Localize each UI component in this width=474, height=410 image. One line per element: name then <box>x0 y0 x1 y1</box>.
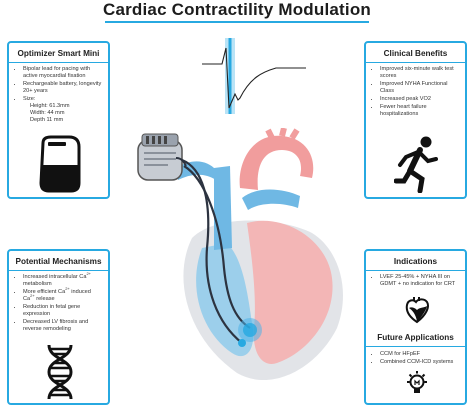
list-item: Size: Height: 61.3mm Width: 44 mm Depth … <box>23 96 104 124</box>
ecg-trace <box>202 38 306 114</box>
mechanisms-heading: Potential Mechanisms <box>9 251 108 271</box>
optimizer-panel: Optimizer Smart Mini Bipolar lead for pa… <box>7 41 110 199</box>
list-item: Increased intracellular Ca2+ metabolism <box>23 272 104 288</box>
size-label: Size: <box>23 96 36 102</box>
lightbulb-icon <box>407 371 427 393</box>
list-item: Decreased LV fibrosis and reverse remode… <box>23 319 104 333</box>
battery-device-icon <box>39 135 81 193</box>
clinical-benefits-panel: Clinical Benefits Improved six-minute wa… <box>364 41 467 199</box>
optimizer-heading: Optimizer Smart Mini <box>9 43 108 63</box>
list-item: Improved NYHA Functional Class <box>380 81 461 95</box>
dna-helix-icon <box>47 344 73 400</box>
running-person-icon <box>394 136 438 193</box>
indications-list: LVEF 25-45% + NYHA III on GDMT + no indi… <box>366 274 465 288</box>
clinical-list: Improved six-minute walk test scores Imp… <box>366 66 465 118</box>
future-heading: Future Applications <box>366 331 465 347</box>
list-item: Rechargeable battery, longevity 20+ year… <box>23 81 104 95</box>
list-item: Reduction in fetal gene expression <box>23 304 104 318</box>
indications-panel: Indications LVEF 25-45% + NYHA III on GD… <box>364 249 467 405</box>
indications-heading: Indications <box>366 251 465 271</box>
list-item: Fewer heart failure hospitalizations <box>380 104 461 118</box>
clinical-heading: Clinical Benefits <box>366 43 465 63</box>
heart-icon <box>405 297 429 324</box>
future-list: CCM for HFpEF Combined CCM-ICD systems <box>366 351 465 367</box>
mechanisms-panel: Potential Mechanisms Increased intracell… <box>7 249 110 405</box>
list-item: LVEF 25-45% + NYHA III on GDMT + no indi… <box>380 274 461 288</box>
list-item: CCM for HFpEF <box>380 351 461 358</box>
list-item: Combined CCM-ICD systems <box>380 359 461 366</box>
heart-device-illustration <box>137 128 343 381</box>
list-item: Improved six-minute walk test scores <box>380 66 461 80</box>
size-height: Height: 61.3mm <box>30 103 70 109</box>
list-item: Increased peak VO2 <box>380 96 461 103</box>
title-underline <box>105 21 369 23</box>
optimizer-list: Bipolar lead for pacing with active myoc… <box>9 66 108 124</box>
size-width: Width: 44 mm <box>30 110 65 116</box>
list-item: More efficient Ca2+ induced Ca2+ release <box>23 287 104 303</box>
mechanisms-list: Increased intracellular Ca2+ metabolism … <box>9 272 108 333</box>
page-title: Cardiac Contractility Modulation <box>102 0 372 19</box>
list-item: Bipolar lead for pacing with active myoc… <box>23 66 104 80</box>
size-depth: Depth 11 mm <box>30 117 64 123</box>
